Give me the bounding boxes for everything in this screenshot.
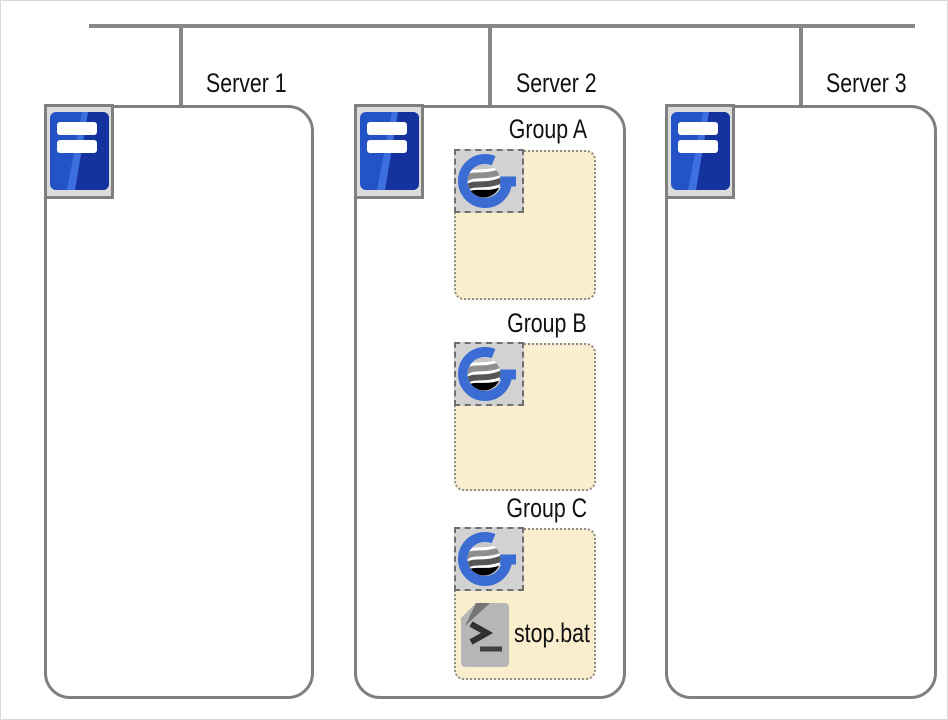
server-icon [44,104,114,199]
goodsync-icon [454,342,524,406]
server-icon [665,104,735,199]
goodsync-icon [454,149,524,213]
connector-line-server-1 [179,24,183,106]
server-3-box [665,105,937,699]
stop-bat-label: stop.bat [514,618,590,648]
server-1-label: Server 1 [206,68,287,98]
group-b-label: Group B [507,308,587,338]
goodsync-icon [454,527,524,591]
server-3-label: Server 3 [826,68,907,98]
server-1-box [44,105,314,699]
server-2-label: Server 2 [516,68,597,98]
server-icon [354,104,424,199]
connector-line-server-2 [488,24,492,106]
group-c-label: Group C [506,493,587,523]
connector-line-server-3 [799,24,803,106]
batch-script-icon [461,603,509,667]
network-trunk-line [89,24,915,28]
group-a-label: Group A [508,114,587,144]
